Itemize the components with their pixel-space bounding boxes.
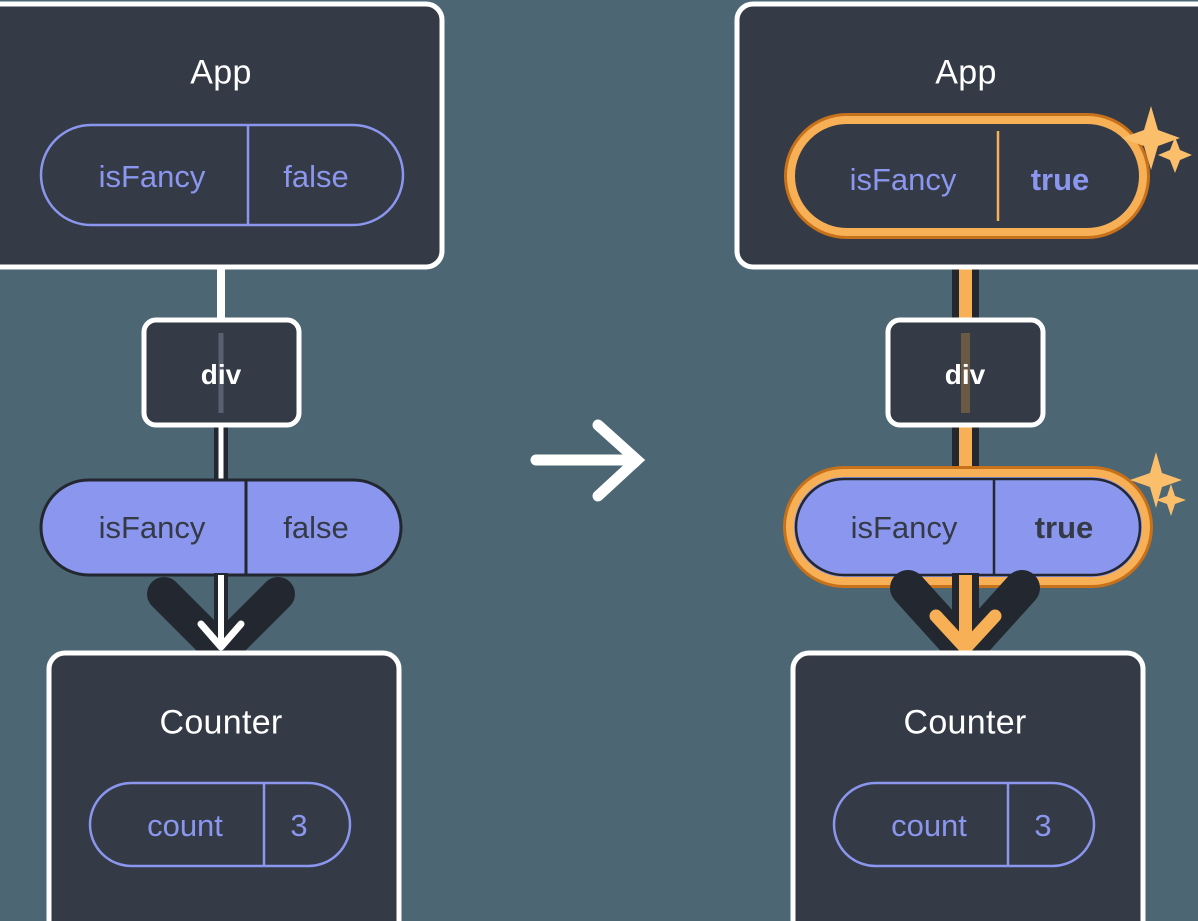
left-counter-state-pill [88,781,352,868]
right-counter-panel [790,650,1146,921]
left-props-pill [39,478,403,577]
right-arrow-props-to-counter [890,570,1040,669]
right-props-sparkle-icon [1130,452,1186,516]
left-edge-app-to-div [217,262,225,324]
left-app-panel [0,1,445,270]
left-arrow-props-to-counter [147,573,295,668]
right-div-panel [885,317,1046,428]
left-div-panel [141,317,302,428]
left-counter-panel [46,650,402,921]
transition-arrow-icon [530,419,646,502]
right-app-sparkle-icon [1122,106,1192,173]
left-edge-div-to-props [214,420,228,490]
left-app-state-pill [39,123,405,227]
right-counter-state-pill [832,781,1096,868]
right-app-state-pill [784,113,1150,239]
right-props-pill [783,466,1153,588]
